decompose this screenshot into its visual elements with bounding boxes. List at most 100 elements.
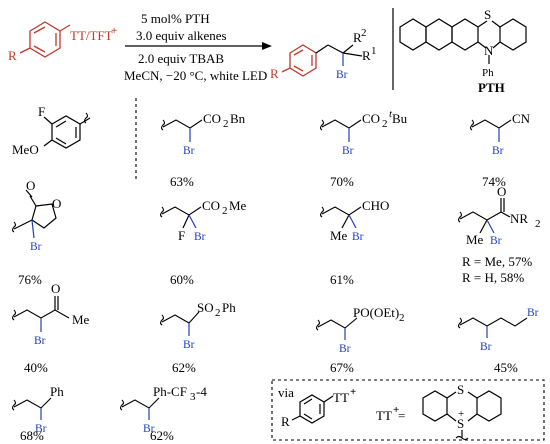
svg-text:Br: Br [183,339,195,351]
svg-text:Br: Br [527,307,539,319]
br-label: Br [336,69,348,81]
fluoro-label: F [38,104,45,119]
product-ketone: O Me Br 40% [11,281,90,375]
svg-text:=: = [398,408,405,423]
yield-sulfone: 62% [172,360,196,375]
product-lactone: O O Br 76% [11,178,61,287]
svg-text:2: 2 [399,312,405,324]
svg-text:Br: Br [480,341,492,353]
svg-text:2: 2 [215,307,221,319]
r1-sup: 1 [371,45,377,57]
svg-text:Br: Br [34,335,46,347]
r2-label: R [353,30,362,45]
product-general: R R 2 R 1 Br [270,27,377,81]
r1-label: R [362,48,371,63]
product-phenyl: Ph Br 68% [11,384,64,443]
svg-text:CO: CO [362,111,380,126]
r2-sup: 2 [361,27,367,39]
svg-text:S: S [457,382,464,397]
svg-text:+: + [350,386,356,398]
svg-text:+: + [393,404,399,416]
product-cf3-phenyl: Ph-CF 3 -4 Br 62% [119,384,207,443]
svg-text:Br: Br [339,343,351,355]
svg-text:-4: -4 [196,384,207,399]
svg-text:O: O [26,178,35,193]
svg-text:NR: NR [510,211,528,226]
product-co2tbu: CO 2 t Bu Br 70% [319,108,408,189]
svg-text:Br: Br [194,231,206,243]
yield-cn: 74% [482,174,506,189]
svg-text:Br: Br [490,235,502,247]
product-phosphonate: PO(OEt) 2 Br 67% [315,305,405,375]
svg-text:Ph: Ph [222,300,236,315]
product-sulfone: SO 2 Ph Br 62% [159,300,236,375]
product-amide: O NR 2 Me Br R = Me, 57% R = H, 58% [457,184,541,285]
svg-text:O: O [52,196,61,211]
reactant-aryl-tt: R TT/TFT + [8,21,117,63]
via-box: via R TT + TT + = S S + [271,379,545,441]
svg-text:2: 2 [223,118,229,130]
svg-text:t: t [389,108,393,120]
svg-text:Me: Me [229,198,247,213]
yield-ketone: 40% [24,360,48,375]
condition-catalyst: 5 mol% PTH [141,11,210,26]
svg-text:Bu: Bu [392,111,408,126]
yield-cf3-phenyl: 62% [150,428,174,443]
svg-text:Ph-CF: Ph-CF [153,384,187,399]
svg-text:2: 2 [535,218,541,230]
svg-text:Bn: Bn [230,111,246,126]
svg-text:Br: Br [143,423,155,435]
svg-text:CO: CO [203,111,221,126]
svg-text:Br: Br [492,145,504,157]
svg-text:CN: CN [512,111,531,126]
condition-solvent: MeCN, −20 °C, white LED [124,68,267,83]
reaction-conditions: 5 mol% PTH 3.0 equiv alkenes 2.0 equiv T… [124,11,272,83]
svg-text:TT: TT [333,390,349,405]
svg-text:+: + [458,408,464,420]
svg-text:S: S [457,416,464,431]
svg-text:Ph: Ph [50,384,64,399]
product-r-label: R [270,66,279,81]
svg-text:Br: Br [342,145,354,157]
svg-text:PO(OEt): PO(OEt) [353,305,399,320]
pth-ph-label: Ph [482,67,494,79]
svg-text:O: O [51,281,60,296]
via-label: via [278,385,294,400]
svg-text:Br: Br [183,145,195,157]
yield-phosphonate: 67% [330,360,354,375]
methoxy-label: MeO [12,142,39,157]
condition-tbab: 2.0 equiv TBAB [138,51,224,66]
aryl-substituent-structure: F MeO [12,104,91,157]
yield-co2me: 60% [170,272,194,287]
yield-phenyl: 68% [20,428,44,443]
svg-text:2: 2 [382,118,388,130]
svg-text:Br: Br [30,241,42,253]
pth-catalyst: S N Ph PTH [399,7,527,95]
product-cho: CHO Me Br 61% [319,198,389,287]
tt-charge: + [111,25,117,37]
svg-text:Me: Me [330,228,348,243]
r-group-label: R [8,48,17,63]
svg-text:2: 2 [222,205,228,217]
svg-text:F: F [178,228,185,243]
svg-text:R: R [281,414,290,429]
svg-text:TT: TT [376,408,392,423]
yield-co2bn: 63% [170,174,194,189]
pth-name: PTH [478,80,505,95]
tt-tft-label: TT/TFT [70,28,113,43]
yield-cho: 61% [330,272,354,287]
svg-text:CO: CO [202,198,220,213]
pth-s-label: S [484,7,491,22]
condition-alkene: 3.0 equiv alkenes [136,28,227,43]
pth-n-label: N [484,43,494,58]
svg-text:CHO: CHO [362,198,389,213]
yield-amide-h: R = H, 58% [462,270,524,285]
product-co2bn: CO 2 Bn Br 63% [160,111,246,189]
svg-text:O: O [497,184,506,199]
yield-co2tbu: 70% [330,174,354,189]
product-cn: CN Br 74% [469,111,531,189]
product-dibromide: Br Br 45% [457,307,539,375]
yield-lactone: 76% [18,272,42,287]
product-co2me: CO 2 Me F Br 60% [159,198,247,287]
